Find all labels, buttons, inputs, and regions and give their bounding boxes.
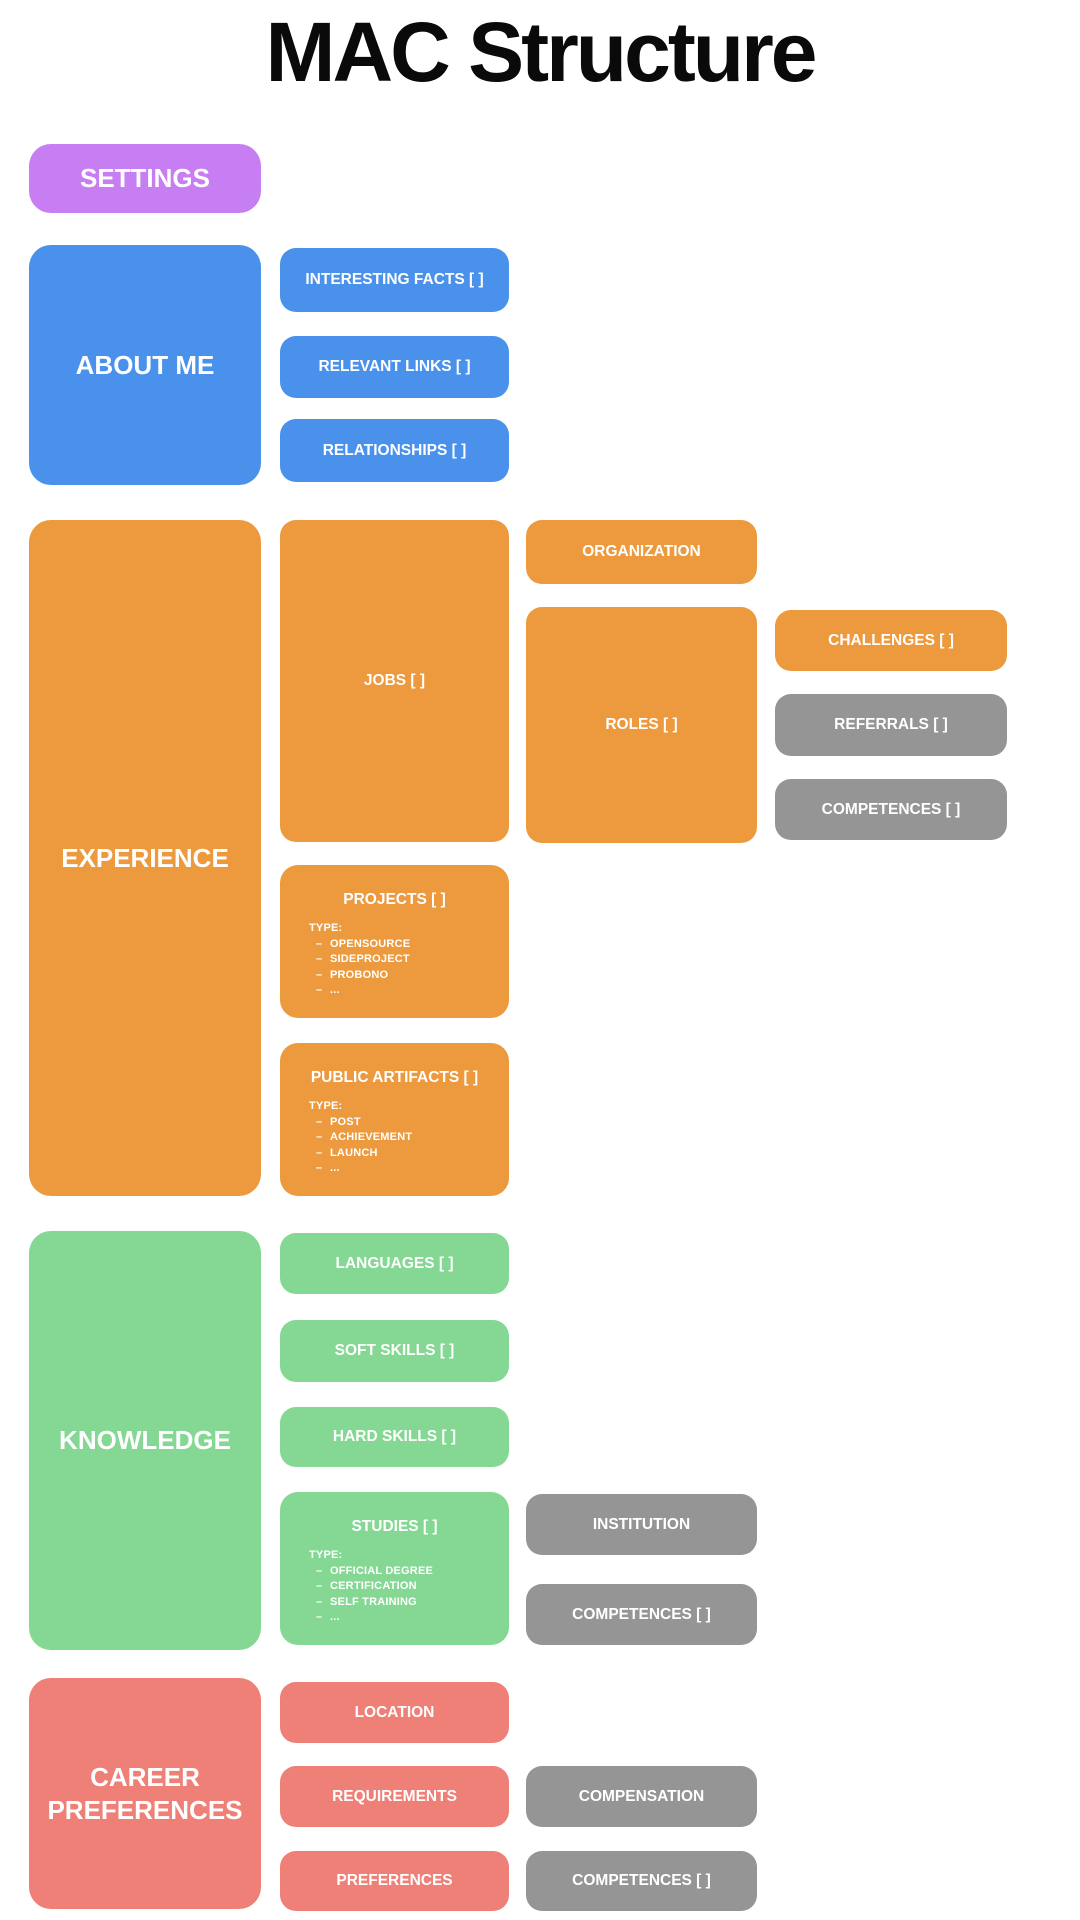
node-career-preferences: CAREER PREFERENCES <box>29 1678 261 1909</box>
studies-title: STUDIES [ ] <box>351 1518 438 1535</box>
node-languages: LANGUAGES [ ] <box>280 1233 509 1294</box>
type-label: TYPE: <box>309 1100 343 1112</box>
projects-type-list: TYPE: OPENSOURCE SIDEPROJECT PROBONO ... <box>292 921 497 999</box>
node-preferences: PREFERENCES <box>280 1851 509 1911</box>
node-projects: PROJECTS [ ] TYPE: OPENSOURCE SIDEPROJEC… <box>280 865 509 1018</box>
type-item: SIDEPROJECT <box>309 952 497 968</box>
node-about-me: ABOUT ME <box>29 245 261 485</box>
public-artifacts-type-list: TYPE: POST ACHIEVEMENT LAUNCH ... <box>292 1099 497 1177</box>
node-relationships: RELATIONSHIPS [ ] <box>280 419 509 482</box>
node-experience: EXPERIENCE <box>29 520 261 1196</box>
node-roles: ROLES [ ] <box>526 607 757 843</box>
studies-type-list: TYPE: OFFICIAL DEGREE CERTIFICATION SELF… <box>292 1548 497 1626</box>
type-item: ... <box>309 1610 497 1626</box>
node-referrals: REFERRALS [ ] <box>775 694 1007 756</box>
projects-title: PROJECTS [ ] <box>343 891 446 908</box>
type-item: ... <box>309 1161 497 1177</box>
node-hard-skills: HARD SKILLS [ ] <box>280 1407 509 1467</box>
node-public-artifacts: PUBLIC ARTIFACTS [ ] TYPE: POST ACHIEVEM… <box>280 1043 509 1196</box>
type-item: POST <box>309 1115 497 1131</box>
type-label: TYPE: <box>309 1549 343 1561</box>
node-requirements: REQUIREMENTS <box>280 1766 509 1827</box>
node-experience-competences: COMPETENCES [ ] <box>775 779 1007 840</box>
type-label: TYPE: <box>309 922 343 934</box>
page-title: MAC Structure <box>265 5 817 99</box>
node-jobs: JOBS [ ] <box>280 520 509 842</box>
node-settings: SETTINGS <box>29 144 261 213</box>
type-item: LAUNCH <box>309 1146 497 1162</box>
type-item: OPENSOURCE <box>309 937 497 953</box>
type-item: SELF TRAINING <box>309 1595 497 1611</box>
node-knowledge-competences: COMPETENCES [ ] <box>526 1584 757 1645</box>
node-compensation: COMPENSATION <box>526 1766 757 1827</box>
node-location: LOCATION <box>280 1682 509 1743</box>
type-item: ACHIEVEMENT <box>309 1130 497 1146</box>
node-challenges: CHALLENGES [ ] <box>775 610 1007 671</box>
type-item: PROBONO <box>309 968 497 984</box>
node-institution: INSTITUTION <box>526 1494 757 1555</box>
type-item: ... <box>309 983 497 999</box>
node-organization: ORGANIZATION <box>526 520 757 584</box>
public-artifacts-title: PUBLIC ARTIFACTS [ ] <box>310 1069 479 1086</box>
node-career-competences: COMPETENCES [ ] <box>526 1851 757 1911</box>
type-item: OFFICIAL DEGREE <box>309 1564 497 1580</box>
node-interesting-facts: INTERESTING FACTS [ ] <box>280 248 509 312</box>
node-studies: STUDIES [ ] TYPE: OFFICIAL DEGREE CERTIF… <box>280 1492 509 1645</box>
type-item: CERTIFICATION <box>309 1579 497 1595</box>
node-soft-skills: SOFT SKILLS [ ] <box>280 1320 509 1382</box>
node-relevant-links: RELEVANT LINKS [ ] <box>280 336 509 398</box>
node-knowledge: KNOWLEDGE <box>29 1231 261 1650</box>
